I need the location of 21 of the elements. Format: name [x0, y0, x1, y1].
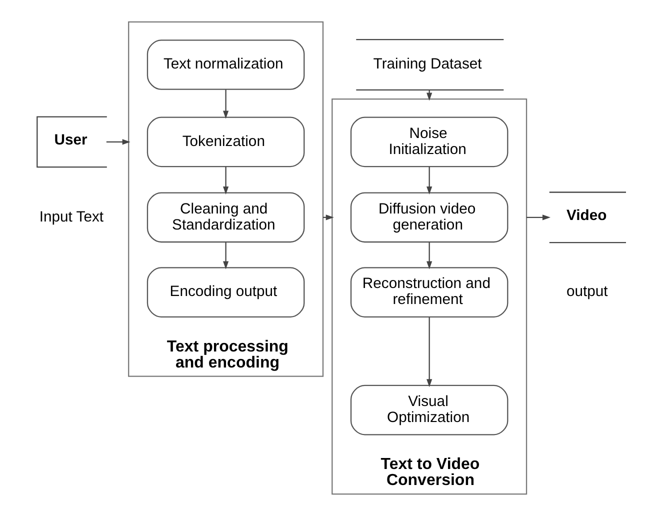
node-box: Noise Initialization	[350, 116, 508, 168]
arrow	[223, 166, 229, 194]
node-box: Text normalization	[146, 40, 305, 90]
arrow	[106, 139, 130, 145]
arrow	[426, 166, 432, 194]
node-box: Visual Optimization	[350, 384, 508, 436]
arrow	[526, 214, 550, 220]
node-label: Input Text	[39, 209, 104, 226]
node-text: Video	[566, 208, 607, 224]
arrow	[223, 242, 229, 270]
arrow	[426, 317, 432, 388]
node-label: output	[566, 284, 608, 300]
arrow	[426, 242, 432, 270]
node-box: Reconstruction and refinement	[350, 267, 508, 318]
node-box: Tokenization	[146, 116, 305, 168]
node-box: Diffusion video generation	[350, 192, 508, 243]
node-box: Encoding output	[146, 267, 305, 318]
node-text: User	[54, 132, 88, 149]
node-box: Cleaning and Standardization	[146, 192, 305, 243]
arrow	[223, 90, 229, 119]
node-text: Training Dataset	[373, 56, 482, 73]
